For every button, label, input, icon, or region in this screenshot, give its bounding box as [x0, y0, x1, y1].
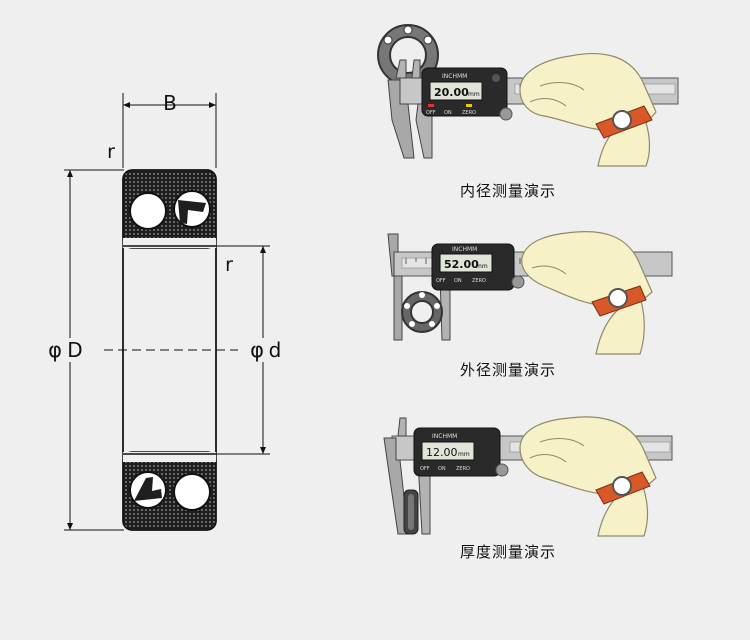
label-b: B — [163, 91, 177, 115]
caliper-lcd — [439, 253, 493, 273]
caliper-lcd — [429, 81, 483, 101]
label-r-top: r — [107, 141, 115, 163]
button-zero-label: ZERO — [472, 278, 486, 284]
label-outer-diameter: D — [67, 338, 82, 362]
lcd-reading: 20.00 — [434, 86, 469, 99]
label-phi-outer: φ — [48, 338, 62, 362]
lcd-unit: mm — [458, 451, 470, 458]
button-zero-label: ZERO — [462, 110, 476, 116]
gloved-hand — [519, 53, 657, 167]
button-on-label: ON — [444, 110, 452, 116]
measured-bearing-icon — [401, 291, 443, 333]
caliper-brand: INCHMM — [442, 73, 467, 80]
bearing-section-top — [122, 169, 217, 249]
demo-thickness: 12.00 mm INCHMM OFF ON ZERO — [383, 416, 673, 537]
button-off-label: OFF — [420, 466, 430, 472]
bearing-section-bottom — [122, 451, 217, 531]
caliper-fixed-jaw — [387, 233, 403, 341]
button-zero-label: ZERO — [456, 466, 470, 472]
d-inner-arrow-top — [260, 246, 266, 253]
lcd-reading: 52.00 — [444, 258, 479, 271]
caption-outer-diameter: 外径测量演示 — [459, 361, 556, 379]
button-on-label: ON — [438, 466, 446, 472]
bearing-drawing: B r φ D — [48, 91, 282, 531]
label-phi-inner: φ — [250, 338, 264, 362]
lcd-unit: mm — [476, 263, 488, 270]
gloved-hand — [521, 231, 653, 355]
caliper-lcd — [421, 441, 475, 461]
caliper-fixed-jaw — [387, 79, 415, 159]
button-on-label: ON — [454, 278, 462, 284]
caliper-brand: INCHMM — [452, 246, 477, 253]
button-off-label: OFF — [426, 110, 436, 116]
gloved-hand — [519, 416, 657, 537]
label-r-right: r — [225, 254, 233, 276]
caliper-brand: INCHMM — [432, 433, 457, 440]
b-arrow-right — [209, 102, 216, 108]
d-outer-arrow-top — [67, 170, 73, 177]
caption-thickness: 厚度测量演示 — [459, 543, 556, 561]
d-outer-arrow-bottom — [67, 523, 73, 530]
lcd-reading: 12.00 — [426, 446, 458, 459]
caption-inner-diameter: 内径测量演示 — [459, 182, 556, 200]
button-off-label: OFF — [436, 278, 446, 284]
lcd-unit: mm — [468, 91, 480, 98]
demo-inner-diameter: 20.00 mm INCHMM OFF ON ZERO — [377, 24, 679, 167]
b-arrow-left — [123, 102, 130, 108]
label-inner-diameter: d — [269, 338, 282, 362]
demo-outer-diameter: 52.00 mm INCHMM OFF ON ZERO — [387, 231, 673, 355]
d-inner-arrow-bottom — [260, 447, 266, 454]
